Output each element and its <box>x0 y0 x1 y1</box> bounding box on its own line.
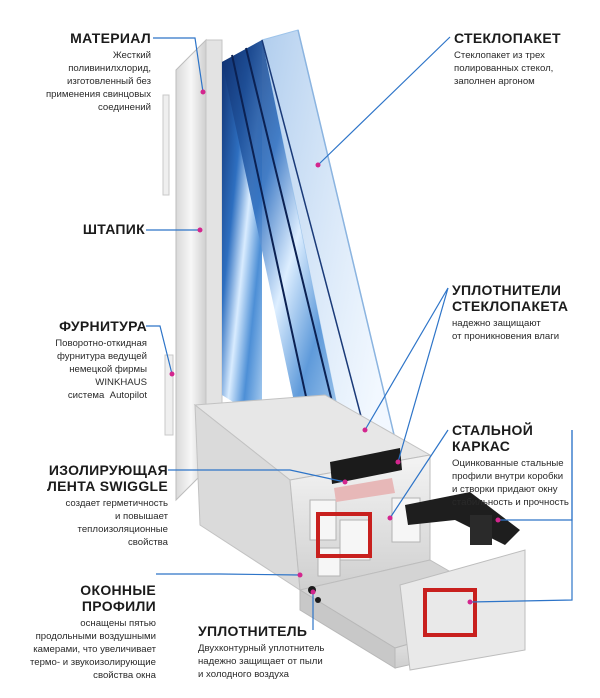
callout-swiggle-text: создает герметичность и повышает теплоиз… <box>65 498 168 548</box>
callout-glazing-text: Стеклопакет из трех полированных стекол,… <box>454 50 554 87</box>
callout-profiles-text: оснащены пятью продольными воздушными ка… <box>29 618 156 681</box>
window-profiles <box>193 394 526 671</box>
callout-lines <box>146 36 573 630</box>
callout-material: МАТЕРИАЛ Жесткий поливинилхлорид, изгото… <box>46 30 151 114</box>
vertical-frame <box>162 38 223 502</box>
callout-hardware-title: ФУРНИТУРА <box>59 318 147 334</box>
callout-glazing: СТЕКЛОПАКЕТ Стеклопакет из трех полирова… <box>454 30 561 88</box>
callout-hardware-text: Поворотно-откидная фурнитура ведущей нем… <box>55 338 147 401</box>
callout-seal-title: УПЛОТНИТЕЛЬ <box>198 623 308 639</box>
callout-glass-seals-text: надежно защищают от проникновения влаги <box>452 318 560 342</box>
callout-material-title: МАТЕРИАЛ <box>70 30 151 46</box>
callout-glass-seals: УПЛОТНИТЕЛИ СТЕКЛОПАКЕТА надежно защищаю… <box>452 282 568 343</box>
callout-profiles-title: ОКОННЫЕ ПРОФИЛИ <box>80 582 156 614</box>
callout-seal: УПЛОТНИТЕЛЬ Двухконтурный уплотнитель на… <box>198 623 324 681</box>
callout-shtapik: ШТАПИК <box>83 221 145 237</box>
glass-unit <box>222 29 401 461</box>
callout-steel-frame-text: Оцинкованные стальные профили внутри кор… <box>452 458 569 508</box>
callout-glazing-title: СТЕКЛОПАКЕТ <box>454 30 561 46</box>
callout-material-text: Жесткий поливинилхлорид, изготовленный б… <box>45 50 151 113</box>
callout-steel-frame: СТАЛЬНОЙ КАРКАС Оцинкованные стальные пр… <box>452 422 569 509</box>
callout-seal-text: Двухконтурный уплотнитель надежно защища… <box>198 643 325 680</box>
callout-hardware: ФУРНИТУРА Поворотно-откидная фурнитура в… <box>55 318 147 402</box>
callout-swiggle-title: ИЗОЛИРУЮЩАЯ ЛЕНТА SWIGGLE <box>47 462 168 494</box>
callout-steel-frame-title: СТАЛЬНОЙ КАРКАС <box>452 422 534 454</box>
callout-glass-seals-title: УПЛОТНИТЕЛИ СТЕКЛОПАКЕТА <box>452 282 569 314</box>
callout-profiles: ОКОННЫЕ ПРОФИЛИ оснащены пятью продольны… <box>30 582 156 682</box>
callout-swiggle: ИЗОЛИРУЮЩАЯ ЛЕНТА SWIGGLE создает гермет… <box>47 462 168 549</box>
callout-dots <box>169 89 501 605</box>
callout-shtapik-title: ШТАПИК <box>82 221 145 237</box>
